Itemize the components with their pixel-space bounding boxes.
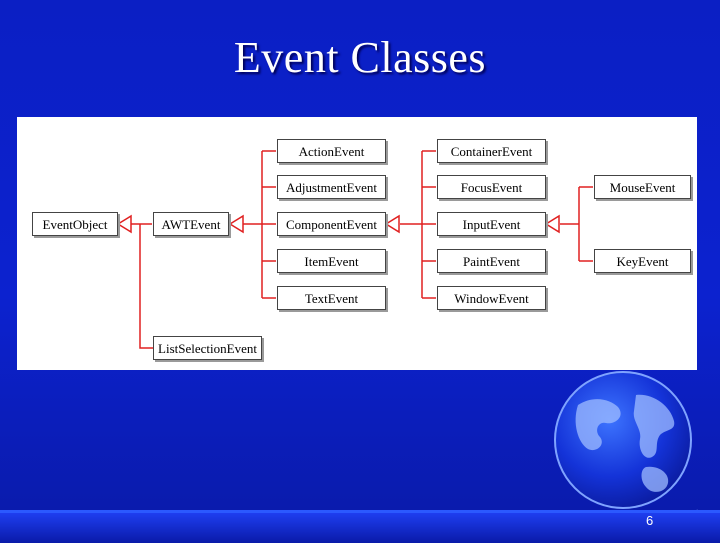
class-awtevent: AWTEvent bbox=[153, 212, 229, 236]
inheritance-arrow-inputevent bbox=[544, 214, 560, 234]
slide-title: Event Classes bbox=[233, 33, 487, 82]
class-adjustmentevent: AdjustmentEvent bbox=[277, 175, 386, 199]
class-mouseevent: MouseEvent bbox=[594, 175, 691, 199]
connector-lines bbox=[116, 150, 593, 349]
footer-bar bbox=[0, 510, 720, 543]
class-itemevent: ItemEvent bbox=[277, 249, 386, 273]
class-hierarchy-diagram: EventObject AWTEvent ListSelectionEvent … bbox=[17, 117, 697, 370]
inheritance-arrow-componentevent bbox=[384, 214, 400, 234]
connector-listselection-eventobject bbox=[139, 224, 153, 349]
class-textevent: TextEvent bbox=[277, 286, 386, 310]
inheritance-arrow-eventobject bbox=[116, 214, 132, 234]
class-actionevent: ActionEvent bbox=[277, 139, 386, 163]
class-listselectionevent: ListSelectionEvent bbox=[153, 336, 262, 360]
class-focusevent: FocusEvent bbox=[437, 175, 546, 199]
globe-icon bbox=[553, 371, 699, 523]
class-keyevent: KeyEvent bbox=[594, 249, 691, 273]
class-windowevent: WindowEvent bbox=[437, 286, 546, 310]
class-containerevent: ContainerEvent bbox=[437, 139, 546, 163]
class-paintevent: PaintEvent bbox=[437, 249, 546, 273]
inheritance-arrow-awtevent bbox=[228, 214, 244, 234]
class-inputevent: InputEvent bbox=[437, 212, 546, 236]
page-number: 6 bbox=[646, 513, 654, 528]
class-eventobject: EventObject bbox=[32, 212, 118, 236]
class-componentevent: ComponentEvent bbox=[277, 212, 386, 236]
